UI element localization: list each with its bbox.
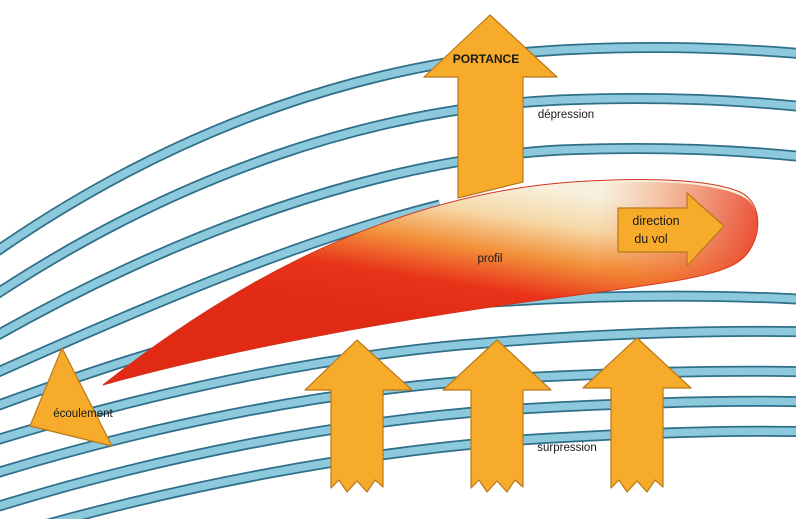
pressure-arrow-3 [582, 337, 692, 493]
pressure-arrow-1 [304, 339, 413, 493]
lift-label: PORTANCE [453, 52, 519, 66]
flight-direction-label-line2: du vol [634, 232, 667, 246]
low-pressure-label: dépression [538, 109, 594, 121]
streamline [0, 327, 796, 443]
streamline [0, 201, 441, 376]
airfoil-label: profil [478, 253, 503, 265]
flight-direction-arrow-shape [617, 192, 725, 267]
airflow-label: écoulement [53, 408, 113, 420]
streamline [0, 397, 796, 510]
pressure-arrow-2 [442, 339, 552, 493]
airflow-arrow: écoulement [29, 347, 114, 447]
lift-arrow: PORTANCE [423, 14, 558, 199]
airflow-arrow-shape [29, 347, 113, 447]
flight-direction-arrow: direction du vol [617, 192, 725, 267]
high-pressure-label: surpression [537, 442, 596, 454]
lift-arrow-shape [423, 14, 558, 199]
flight-direction-label-line1: direction [632, 214, 679, 228]
high-pressure-arrows [304, 337, 692, 493]
